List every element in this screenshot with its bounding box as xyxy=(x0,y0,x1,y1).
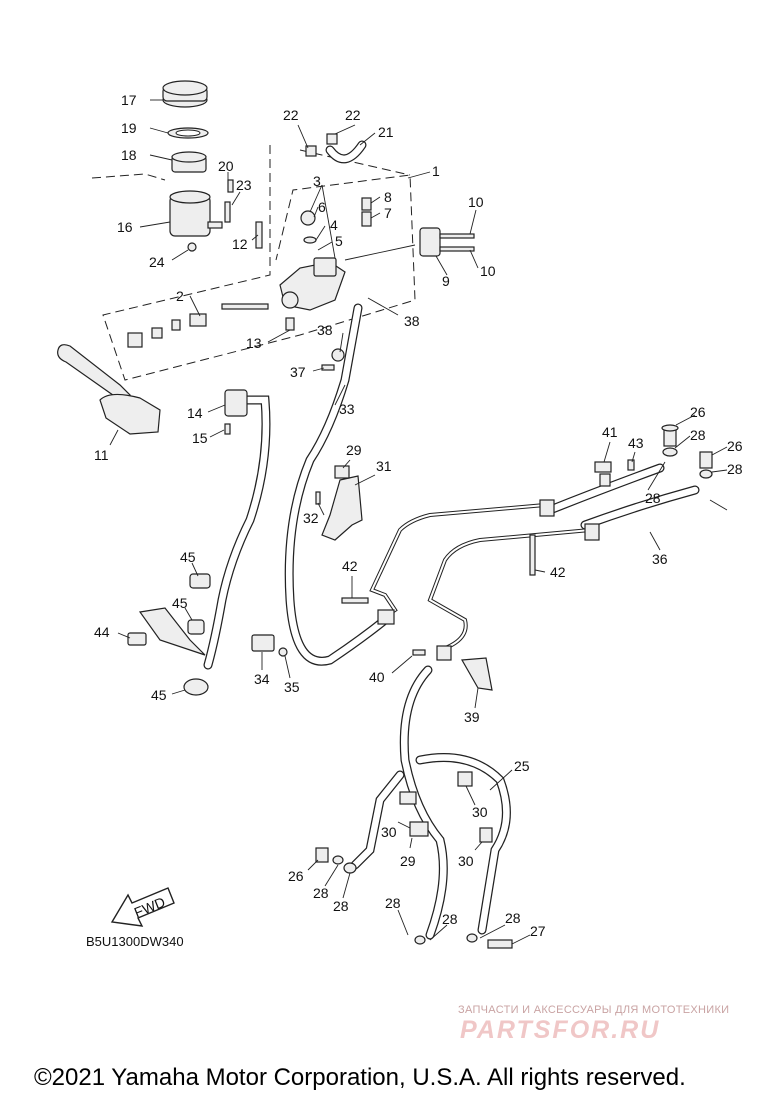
callout-21: 21 xyxy=(378,124,394,140)
callout-22-left: 22 xyxy=(283,107,299,123)
callout-39: 39 xyxy=(464,709,480,725)
callout-20: 20 xyxy=(218,158,234,174)
callout-45-c: 45 xyxy=(151,687,167,703)
reservoir-assembly xyxy=(91,80,223,252)
callout-28-h: 28 xyxy=(505,910,521,926)
callout-6: 6 xyxy=(318,199,326,215)
callout-labels: 17 19 18 20 23 16 24 12 22 22 21 1 3 6 4… xyxy=(94,92,743,939)
callout-42-right: 42 xyxy=(550,564,566,580)
callout-28-d: 28 xyxy=(313,885,329,901)
callout-34: 34 xyxy=(254,671,270,687)
master-cylinder xyxy=(127,133,475,348)
callout-28-a: 28 xyxy=(690,427,706,443)
watermark-tagline: ЗАПЧАСТИ И АКСЕССУАРЫ ДЛЯ МОТОТЕХНИКИ xyxy=(458,1004,730,1016)
callout-42-left: 42 xyxy=(342,558,358,574)
callout-8: 8 xyxy=(384,189,392,205)
callout-29-top: 29 xyxy=(346,442,362,458)
callout-29-bottom: 29 xyxy=(400,853,416,869)
callout-12: 12 xyxy=(232,236,248,252)
callout-35: 35 xyxy=(284,679,300,695)
callout-38-left: 38 xyxy=(317,322,333,338)
callout-11: 11 xyxy=(94,447,109,463)
callout-28-f: 28 xyxy=(385,895,401,911)
callout-9: 9 xyxy=(442,273,450,289)
callout-15: 15 xyxy=(192,430,208,446)
callout-7: 7 xyxy=(384,205,392,221)
callout-30-c: 30 xyxy=(458,853,474,869)
brackets-and-clamps xyxy=(127,389,612,843)
forward-arrow-label: FWD xyxy=(132,894,168,921)
callout-1: 1 xyxy=(432,163,440,179)
callout-28-b: 28 xyxy=(727,461,743,477)
callout-13: 13 xyxy=(246,335,262,351)
callout-4: 4 xyxy=(330,217,338,233)
callout-27: 27 xyxy=(530,923,546,939)
callout-17: 17 xyxy=(121,92,137,108)
callout-22-right: 22 xyxy=(345,107,361,123)
forward-arrow-icon: FWD xyxy=(110,887,175,927)
watermark-brand: PARTSFOR.RU xyxy=(460,1016,661,1044)
callout-2: 2 xyxy=(176,288,184,304)
callout-30-b: 30 xyxy=(381,824,397,840)
callout-37: 37 xyxy=(290,364,306,380)
callout-23: 23 xyxy=(236,177,252,193)
callout-31: 31 xyxy=(376,458,392,474)
callout-43: 43 xyxy=(628,435,644,451)
callout-26-right: 26 xyxy=(727,438,743,454)
callout-16: 16 xyxy=(117,219,133,235)
callout-45-b: 45 xyxy=(172,595,188,611)
callout-18: 18 xyxy=(121,147,137,163)
callout-41: 41 xyxy=(602,424,618,440)
callout-10-top: 10 xyxy=(468,194,484,210)
callout-19: 19 xyxy=(121,120,137,136)
callout-30-a: 30 xyxy=(472,804,488,820)
callout-24: 24 xyxy=(149,254,165,270)
callout-3: 3 xyxy=(313,173,321,189)
callout-26-top: 26 xyxy=(690,404,706,420)
callout-32: 32 xyxy=(303,510,319,526)
callout-36: 36 xyxy=(652,551,668,567)
callout-40: 40 xyxy=(369,669,385,685)
callout-5: 5 xyxy=(335,233,343,249)
callout-28-e: 28 xyxy=(333,898,349,914)
callout-38-right: 38 xyxy=(404,313,420,329)
leader-lines xyxy=(109,99,728,945)
banjo-bolts xyxy=(224,348,713,949)
callout-45-a: 45 xyxy=(180,549,196,565)
diagram-code: B5U1300DW340 xyxy=(86,934,184,949)
callout-28-g: 28 xyxy=(442,911,458,927)
callout-28-c: 28 xyxy=(645,490,661,506)
assembly-outlines xyxy=(102,145,416,381)
callout-10-bottom: 10 xyxy=(480,263,496,279)
callout-33: 33 xyxy=(339,401,355,417)
brake-hoses xyxy=(203,303,700,940)
callout-14: 14 xyxy=(187,405,203,421)
callout-26-bottom: 26 xyxy=(288,868,304,884)
brake-lever xyxy=(57,344,161,435)
copyright-notice: ©2021 Yamaha Motor Corporation, U.S.A. A… xyxy=(34,1064,686,1091)
callout-44: 44 xyxy=(94,624,110,640)
callout-25: 25 xyxy=(514,758,530,774)
